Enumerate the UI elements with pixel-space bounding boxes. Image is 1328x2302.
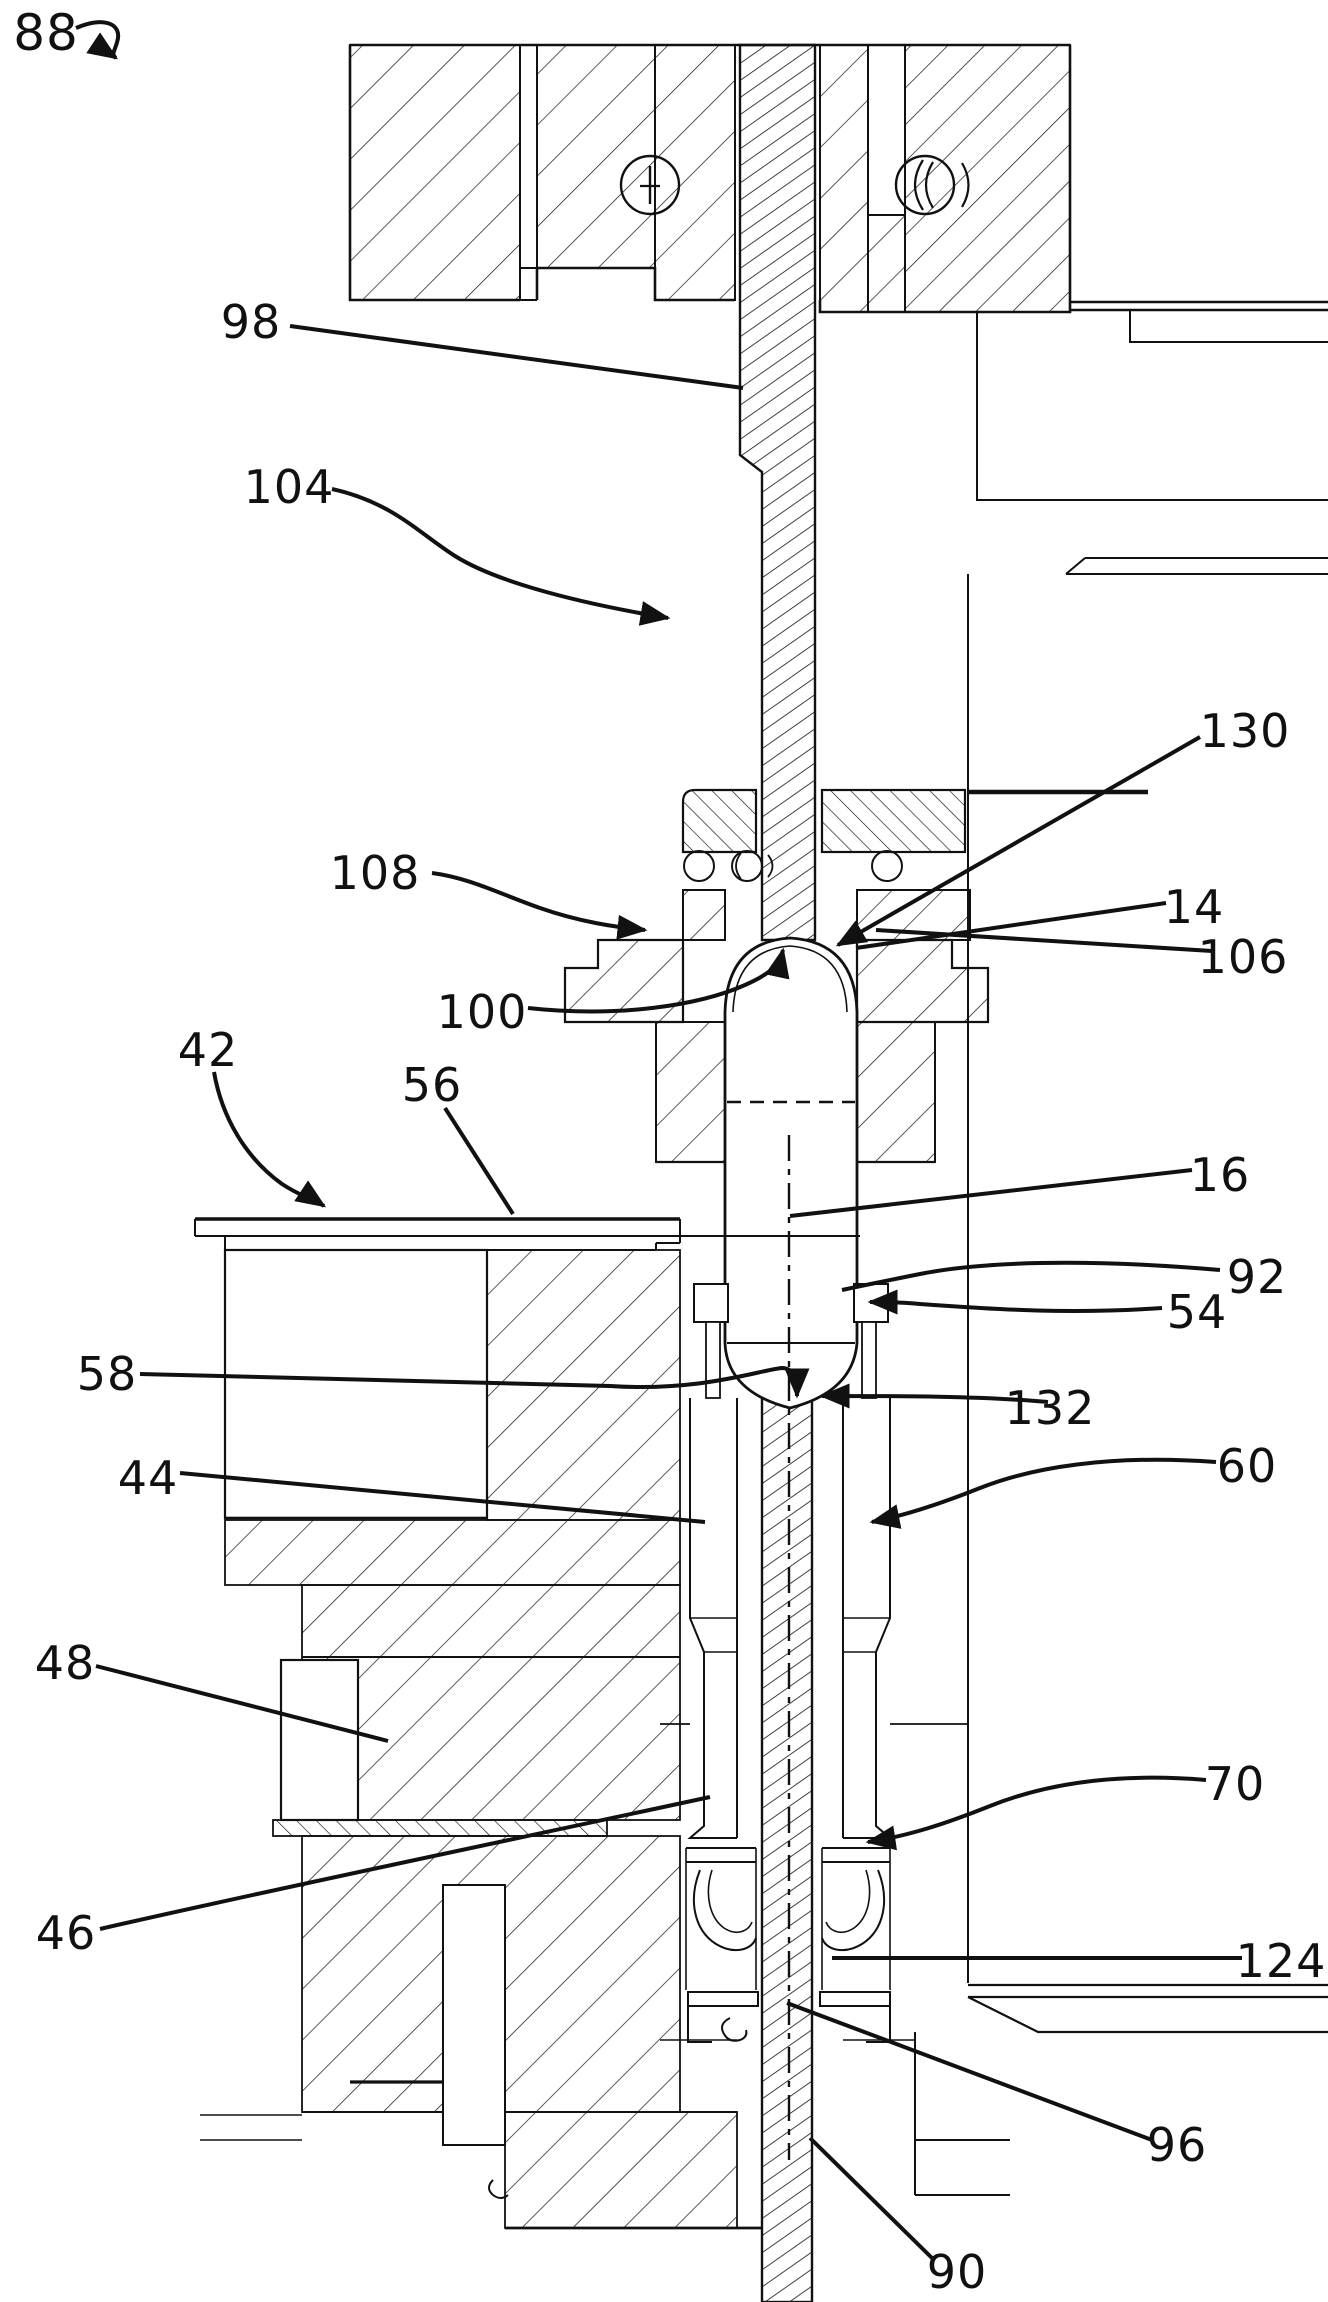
- guide-sleeves: [660, 1398, 968, 1839]
- leader-lines: [75, 20, 1242, 2262]
- ref-label-132: 132: [1004, 1381, 1096, 1435]
- ref-label-124: 124: [1235, 1934, 1327, 1988]
- leader-58: [139, 1365, 810, 1399]
- ball-tip-inner-line: [732, 945, 848, 1013]
- ref-label-48: 48: [34, 1636, 96, 1690]
- leader-104: [331, 487, 671, 626]
- ref-label-104: 104: [243, 460, 335, 514]
- leader-60: [869, 1457, 1217, 1529]
- left-body-housing: [194, 1217, 860, 2230]
- ref-label-16: 16: [1189, 1148, 1251, 1202]
- leader-106: [875, 928, 1213, 953]
- leader-108: [431, 871, 648, 940]
- ref-label-88: 88: [13, 4, 79, 62]
- leader-46: [99, 1795, 711, 1931]
- fastener-symbol-left: [619, 154, 681, 216]
- outer-housing-right: [914, 300, 1328, 2196]
- upper-housing-block: [348, 43, 1072, 314]
- leader-42: [212, 1071, 327, 1208]
- ref-label-100: 100: [436, 985, 528, 1039]
- ref-label-60: 60: [1216, 1439, 1278, 1493]
- lower-block-48: [279, 1658, 360, 1822]
- leader-88: [75, 20, 121, 60]
- ref-label-106: 106: [1197, 930, 1289, 984]
- spring-curl: [721, 2017, 748, 2042]
- drive-shaft: [738, 43, 817, 2302]
- interior-pocket: [223, 1248, 489, 1520]
- leader-48: [95, 1664, 389, 1743]
- bolt-slot-right: [867, 45, 906, 216]
- ref-label-42: 42: [177, 1023, 239, 1077]
- clamp-flange-left: [563, 938, 685, 1024]
- seal-pack: [660, 1847, 915, 2043]
- ref-label-56: 56: [401, 1058, 463, 1112]
- ref-label-130: 130: [1199, 704, 1291, 758]
- leader-16: [789, 1168, 1193, 1218]
- vertical-channel: [442, 1884, 506, 2146]
- leader-98: [289, 324, 744, 390]
- gland-collar: [563, 788, 990, 1164]
- ref-label-70: 70: [1204, 1757, 1266, 1811]
- plunger-capsule: [723, 936, 859, 1410]
- ref-label-90: 90: [926, 2245, 988, 2299]
- leader-92: [841, 1260, 1221, 1292]
- leader-96: [786, 2001, 1153, 2142]
- ref-label-98: 98: [220, 295, 282, 349]
- small-clip: [488, 2179, 509, 2199]
- ref-label-44: 44: [117, 1451, 179, 1505]
- ref-label-58: 58: [76, 1347, 138, 1401]
- ref-label-108: 108: [329, 846, 421, 900]
- ref-label-92: 92: [1226, 1250, 1288, 1304]
- leader-56: [443, 1106, 515, 1216]
- ref-label-14: 14: [1163, 880, 1225, 934]
- bolt-slot-left: [519, 45, 538, 269]
- leader-130: [835, 735, 1201, 947]
- leader-100: [527, 947, 790, 1014]
- spring-seal-right: [821, 1869, 885, 1952]
- leader-90: [808, 2136, 936, 2262]
- bearing-balls: [683, 850, 903, 882]
- leader-54: [867, 1289, 1163, 1315]
- leader-14: [855, 901, 1167, 950]
- leader-44: [179, 1471, 706, 1524]
- ref-label-96: 96: [1146, 2118, 1208, 2172]
- leader-132: [819, 1383, 1049, 1409]
- fastener-symbol-right: [894, 154, 970, 216]
- ref-label-54: 54: [1166, 1285, 1228, 1339]
- lower-stem: [760, 1393, 814, 2302]
- leader-70: [865, 1775, 1207, 1851]
- ref-label-46: 46: [35, 1906, 97, 1960]
- spring-seal-left: [693, 1869, 757, 1952]
